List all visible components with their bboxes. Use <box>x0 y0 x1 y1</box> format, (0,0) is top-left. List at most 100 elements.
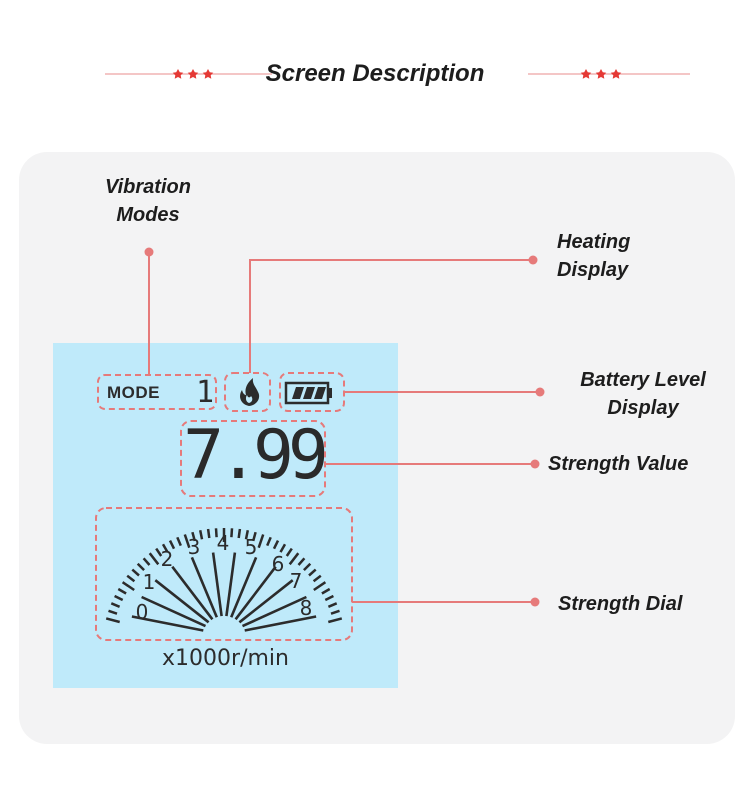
dial-tick <box>266 536 272 547</box>
dial-tick <box>168 540 176 550</box>
callout-line: Heating <box>557 231 631 253</box>
dial-tick <box>257 534 265 549</box>
battery-fill <box>292 387 326 399</box>
battery-segment <box>303 387 315 399</box>
leader-dot <box>528 255 538 265</box>
lcd-screen <box>53 343 398 688</box>
callout-heating-display: Heating Display <box>557 228 630 284</box>
dial-tick <box>288 552 300 566</box>
strength-value-display: 7.99 <box>183 416 329 495</box>
dial-needle <box>244 615 317 632</box>
callout-battery-level-display: Battery Level Display <box>548 366 738 422</box>
dial-tick <box>285 547 293 557</box>
dial-number: 2 <box>160 547 174 571</box>
dial-tick <box>230 528 234 538</box>
callout-line: Display <box>557 259 629 281</box>
heating-leader <box>249 259 533 373</box>
dial-needle <box>225 552 237 617</box>
dial-needle <box>154 579 210 624</box>
callout-line: Vibration <box>105 176 191 198</box>
dial-ticks <box>105 528 343 624</box>
star-icon <box>172 69 184 79</box>
callout-line: Modes <box>116 204 180 226</box>
dial-tick <box>108 609 118 615</box>
star-icon <box>202 69 214 79</box>
callout-strength-value: Strength Value <box>548 453 689 475</box>
dial-tick <box>272 540 280 550</box>
dial-needle <box>234 565 277 621</box>
dial-needle <box>141 595 207 628</box>
dial-tick <box>114 594 124 602</box>
dial-tick <box>105 617 121 624</box>
callout-vibration-modes: Vibration Modes <box>78 173 218 229</box>
dial-tick <box>161 543 169 553</box>
dial-tick <box>308 568 317 577</box>
dial-tick <box>198 530 204 540</box>
leader-dot <box>530 459 540 469</box>
dial-tick <box>206 528 211 539</box>
flame-icon <box>240 378 260 406</box>
dial-number: 1 <box>142 570 156 594</box>
unit-label: x1000r/min <box>162 646 289 671</box>
dial-number: 8 <box>299 596 313 620</box>
star-icon <box>187 69 199 79</box>
dial-tick <box>176 536 182 547</box>
leader-dot <box>144 247 154 257</box>
strength-dial-box <box>95 507 353 641</box>
dial-tick <box>313 581 327 592</box>
mode-box <box>97 374 217 410</box>
dial-tick <box>136 562 145 571</box>
dial-number: 4 <box>216 531 230 555</box>
dial-tick <box>121 581 135 592</box>
callout-line: Battery Level <box>580 369 706 391</box>
header: Screen Description <box>0 56 750 92</box>
dial-tick <box>183 534 191 549</box>
star-icon <box>580 69 592 79</box>
dial-needle <box>211 552 223 617</box>
dial-tick <box>244 530 250 540</box>
dial-tick <box>321 587 331 595</box>
strength-value-box <box>180 420 326 497</box>
header-decoration <box>105 69 690 79</box>
dial-number: 7 <box>289 569 303 593</box>
dial-tick <box>324 594 334 602</box>
dial-tick <box>312 574 322 583</box>
dial-needle <box>190 556 219 618</box>
dial-tick <box>110 602 121 608</box>
leader-dot <box>535 387 545 397</box>
leader-dot <box>530 597 540 607</box>
battery-segment <box>292 387 304 399</box>
dial-tick <box>297 557 306 566</box>
battery-segment <box>314 387 326 399</box>
mode-number: 1 <box>196 375 215 410</box>
dial-needle <box>171 565 214 621</box>
dial-tick <box>117 587 127 595</box>
dial-tick <box>327 617 343 624</box>
dial-number: 3 <box>187 535 201 559</box>
battery-icon <box>284 381 332 405</box>
mode-label: MODE <box>107 383 160 402</box>
dial-needle <box>229 556 258 618</box>
star-icon <box>595 69 607 79</box>
dial-needles <box>131 552 317 632</box>
dial-tick <box>142 557 151 566</box>
dial-tick <box>251 531 257 542</box>
dial-tick <box>148 552 160 566</box>
dial-needle <box>131 615 204 632</box>
dial-tick <box>191 531 197 542</box>
dial-tick <box>214 528 218 538</box>
dial-tick <box>330 609 340 615</box>
star-icon <box>610 69 622 79</box>
dial-tick <box>126 574 136 583</box>
dial-tick <box>237 528 242 539</box>
dial-tick <box>279 543 287 553</box>
heating-box <box>224 372 271 412</box>
callout-strength-dial: Strength Dial <box>558 593 683 615</box>
dial-tick <box>155 547 163 557</box>
dial-needle <box>241 595 307 628</box>
dial-tick <box>303 562 312 571</box>
dial-tick <box>327 602 338 608</box>
callout-line: Display <box>607 397 679 419</box>
page-title: Screen Description <box>265 60 485 87</box>
